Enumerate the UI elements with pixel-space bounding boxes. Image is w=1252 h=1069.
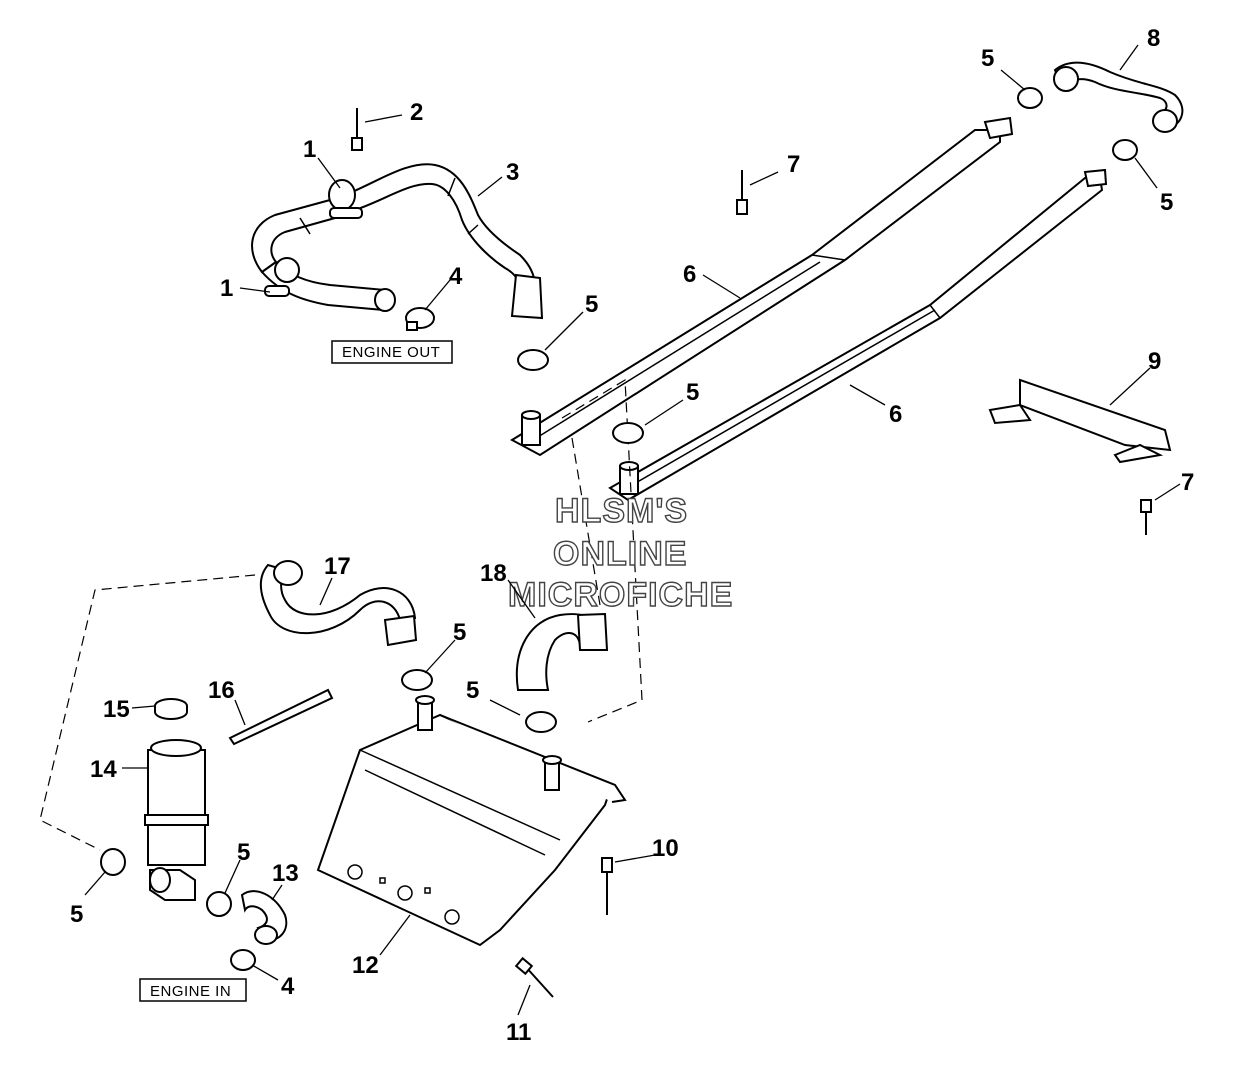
watermark: HLSM'S ONLINE MICROFICHE bbox=[507, 491, 733, 614]
cover-plate-12 bbox=[316, 695, 627, 947]
callout-3: 3 bbox=[506, 159, 519, 186]
engine-in-box bbox=[139, 978, 247, 1002]
callout-16: 16 bbox=[208, 677, 235, 704]
hose-13 bbox=[240, 890, 288, 945]
dashed-route-mid bbox=[571, 437, 601, 606]
tube-16 bbox=[228, 688, 334, 746]
callout-18: 18 bbox=[480, 560, 507, 587]
callout-2: 2 bbox=[410, 99, 423, 126]
callout-17: 17 bbox=[324, 553, 351, 580]
leader-lines bbox=[84, 44, 1181, 1016]
callout-11: 11 bbox=[506, 1019, 531, 1046]
bolt-7-right bbox=[1140, 499, 1152, 535]
callout-5a: 5 bbox=[981, 45, 994, 72]
clamp-5-mid bbox=[612, 422, 644, 444]
callout-12: 12 bbox=[352, 952, 379, 979]
engine-in-label: ENGINE IN bbox=[150, 983, 231, 1000]
bolt-2 bbox=[351, 108, 363, 151]
clamp-5-lower-a bbox=[401, 669, 433, 691]
callout-8: 8 bbox=[1147, 25, 1160, 52]
callout-1b: 1 bbox=[220, 275, 233, 302]
hose-17 bbox=[259, 560, 418, 647]
callout-7a: 7 bbox=[787, 151, 800, 178]
callout-5b: 5 bbox=[1160, 189, 1173, 216]
callout-4a: 4 bbox=[449, 263, 463, 290]
clamp-4-bottom bbox=[230, 949, 256, 971]
tank-14 bbox=[144, 739, 209, 901]
callout-14: 14 bbox=[90, 756, 117, 783]
callout-15: 15 bbox=[103, 696, 130, 723]
bracket-9 bbox=[988, 378, 1172, 464]
engine-out-label: ENGINE OUT bbox=[342, 344, 440, 361]
watermark-line-1: HLSM'S bbox=[555, 492, 688, 530]
callout-6a: 6 bbox=[683, 261, 696, 288]
callout-1a: 1 bbox=[303, 136, 316, 163]
callout-5e: 5 bbox=[453, 619, 466, 646]
rivet-10 bbox=[601, 857, 613, 915]
callout-10: 10 bbox=[652, 835, 679, 862]
dashed-route-left bbox=[39, 574, 256, 851]
heat-exchanger-right bbox=[608, 168, 1108, 502]
callout-5c: 5 bbox=[585, 291, 598, 318]
hose-18 bbox=[515, 612, 609, 691]
clamp-5-upper-mid bbox=[517, 349, 549, 371]
watermark-line-3: MICROFICHE bbox=[508, 576, 733, 614]
callout-9: 9 bbox=[1148, 348, 1161, 375]
callout-13: 13 bbox=[272, 860, 299, 887]
callout-6b: 6 bbox=[889, 401, 902, 428]
callout-5g: 5 bbox=[237, 839, 250, 866]
bolt-7-top bbox=[736, 170, 748, 215]
watermark-line-2: ONLINE bbox=[553, 535, 687, 573]
clamp-5-lower-b bbox=[525, 711, 557, 733]
clamp-5-top-a bbox=[1017, 87, 1043, 109]
engine-out-box bbox=[331, 340, 453, 364]
clamp-4-top bbox=[405, 307, 435, 331]
engine-out-hose bbox=[251, 163, 544, 320]
dashed-route-upper bbox=[561, 378, 643, 723]
callout-5h: 5 bbox=[70, 901, 83, 928]
clamp-5-lower-left bbox=[100, 848, 126, 876]
callout-5d: 5 bbox=[686, 379, 699, 406]
callout-5f: 5 bbox=[466, 677, 479, 704]
callout-7b: 7 bbox=[1181, 469, 1194, 496]
rivet-11 bbox=[514, 956, 554, 998]
clamp-5-top-b bbox=[1112, 139, 1138, 161]
cap-15 bbox=[154, 698, 188, 720]
heat-exchanger-left bbox=[509, 116, 1014, 457]
clamp-5-lower-mid bbox=[206, 891, 232, 917]
hose-8 bbox=[1053, 61, 1184, 133]
callout-numbers: 1 1 2 3 4 4 5 5 5 5 5 5 5 5 6 6 7 7 8 9 … bbox=[70, 25, 1194, 1046]
callout-4b: 4 bbox=[281, 973, 295, 1000]
